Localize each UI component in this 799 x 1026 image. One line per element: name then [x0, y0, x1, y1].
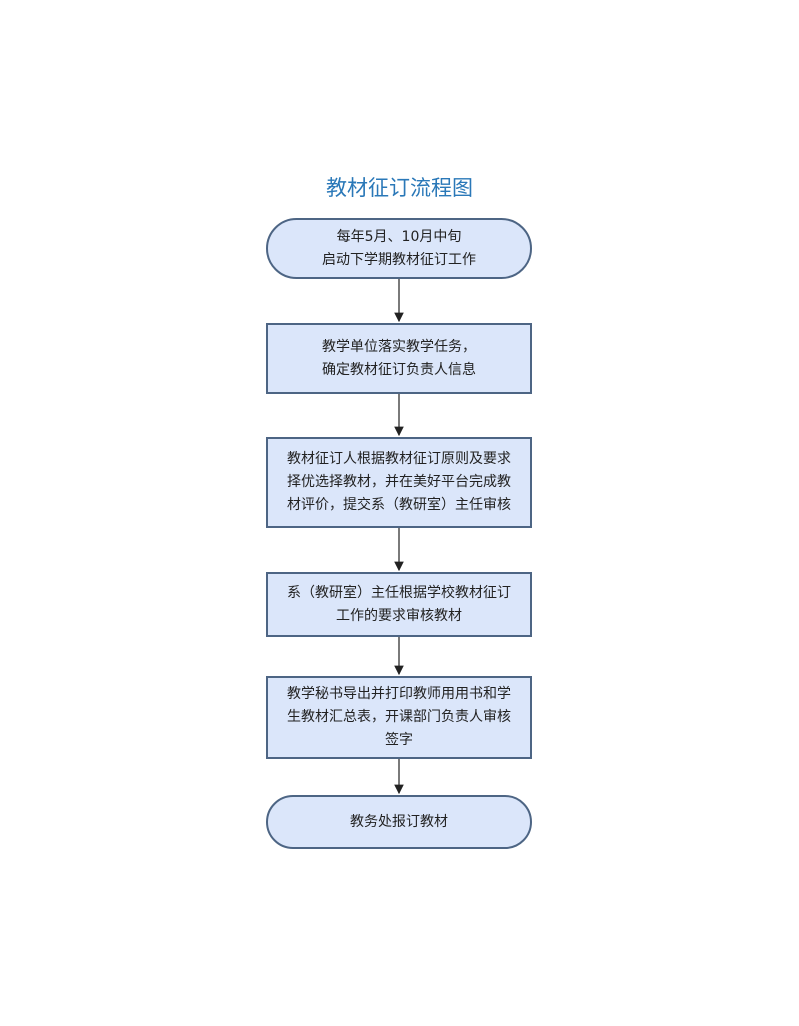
node-text: 签字: [385, 732, 413, 748]
node-text: 材评价，提交系（教研室）主任审核: [287, 497, 511, 513]
start-node: 每年5月、10月中旬启动下学期教材征订工作: [266, 218, 532, 279]
process-node-select-materials: 教材征订人根据教材征订原则及要求择优选择教材，并在美好平台完成教材评价，提交系（…: [266, 437, 532, 528]
node-text: 系（教研室）主任根据学校教材征订: [287, 584, 511, 601]
node-text: 生教材汇总表，开课部门负责人审核: [287, 709, 511, 725]
process-node-export-sign: 教学秘书导出并打印教师用用书和学生教材汇总表，开课部门负责人审核签字: [266, 676, 532, 759]
node-text: 教学单位落实教学任务，: [322, 338, 476, 355]
node-text: 择优选择教材，并在美好平台完成教: [287, 474, 511, 490]
node-text: 工作的要求审核教材: [336, 607, 462, 624]
node-text: 教务处报订教材: [350, 813, 448, 830]
node-text: 每年5月、10月中旬: [336, 228, 462, 245]
node-text: 教材征订人根据教材征订原则及要求: [287, 451, 511, 467]
process-node-director-review: 系（教研室）主任根据学校教材征订工作的要求审核教材: [266, 572, 532, 637]
process-node-assign-tasks: 教学单位落实教学任务， 确定教材征订负责人信息: [266, 323, 532, 394]
diagram-title: 教材征订流程图: [326, 176, 473, 200]
end-node: 教务处报订教材: [266, 795, 532, 849]
node-text: 教学秘书导出并打印教师用用书和学: [287, 686, 511, 702]
node-text: 启动下学期教材征订工作: [322, 251, 476, 268]
node-text: 确定教材征订负责人信息: [322, 361, 476, 378]
